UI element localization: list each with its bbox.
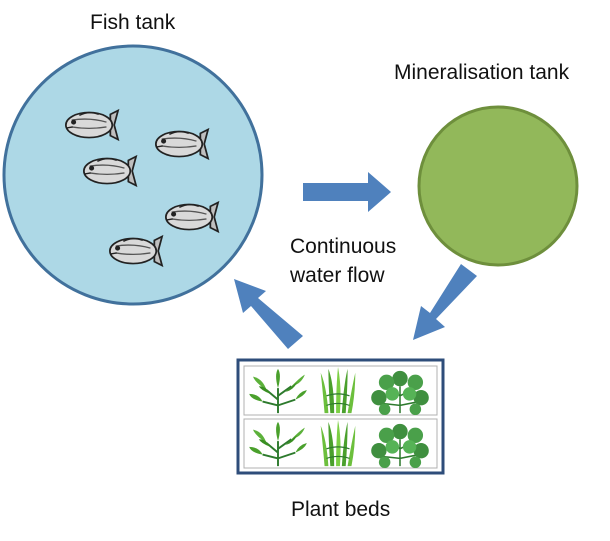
fish-icon — [154, 128, 209, 160]
water-flow-label-line2: water flow — [290, 264, 385, 287]
water-flow-label-line1: Continuous — [290, 235, 397, 258]
fish-tank-label: Fish tank — [90, 11, 176, 34]
plant-beds-label: Plant beds — [291, 498, 391, 521]
fish-icon — [64, 109, 119, 141]
arrow-down-left-icon — [413, 264, 477, 340]
mineralisation-tank-label: Mineralisation tank — [394, 61, 570, 84]
fish-icon — [82, 155, 137, 187]
fish-icon — [164, 201, 219, 233]
arrow-up-left-icon — [234, 279, 303, 349]
fish-icon — [108, 235, 163, 267]
mineralisation-tank-circle — [417, 105, 579, 267]
arrow-right-icon — [303, 172, 391, 212]
